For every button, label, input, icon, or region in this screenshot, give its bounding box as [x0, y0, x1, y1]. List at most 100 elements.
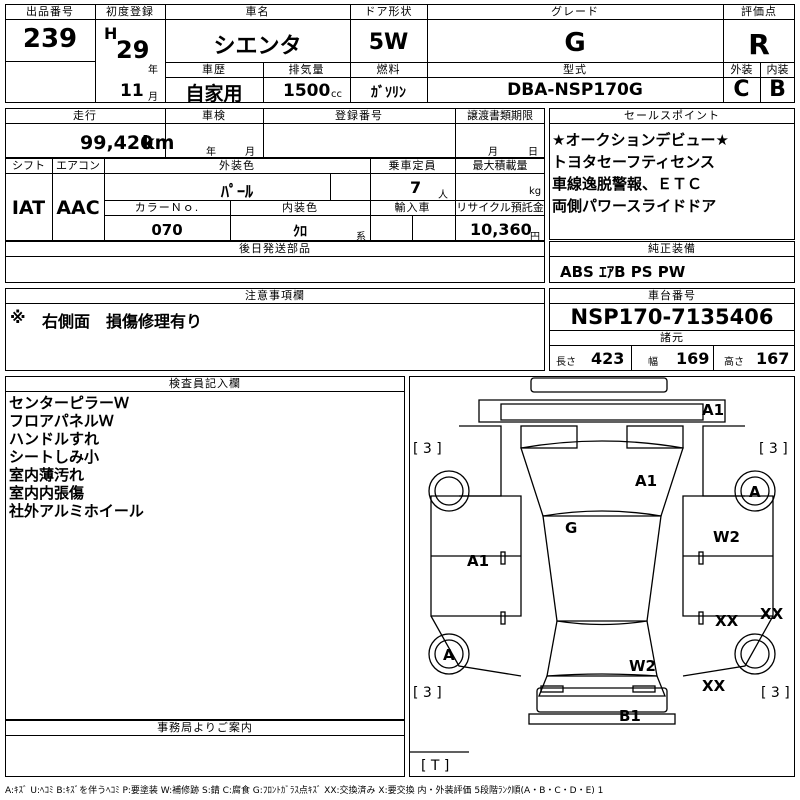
import-label: 輸入車: [394, 201, 431, 214]
transfer-month: 月: [488, 147, 498, 158]
car-name-label: 車名: [245, 5, 270, 18]
vehicle-spec-section: [5, 158, 545, 241]
mark-a1-hood: A1: [635, 472, 657, 490]
month-unit: 月: [148, 92, 158, 103]
sales-points-list: ★オークションデビュー★ トヨタセーフティセンス 車線逸脱警報、ＥＴＣ 両側パワ…: [552, 129, 792, 217]
mileage-value: 99,420: [80, 132, 154, 154]
inspector-note: 室内薄汚れ: [9, 466, 85, 484]
mark-xx-right-edge: XX: [760, 605, 784, 623]
mark-g-glass: G: [565, 519, 577, 537]
sales-point: 車線逸脱警報、ＥＴＣ: [552, 175, 703, 193]
car-history: 自家用: [185, 83, 243, 105]
score-value: R: [748, 28, 770, 61]
recycle-fee: 10,360: [470, 220, 532, 239]
spare-tire: [ T ]: [421, 758, 449, 774]
fuel-type: ｶﾞｿﾘﾝ: [371, 85, 406, 101]
width-label: 幅: [648, 357, 658, 368]
office-label: 事務局よりご案内: [157, 721, 253, 734]
sales-points-label: セールスポイント: [624, 109, 720, 122]
model-label: 型式: [563, 63, 587, 76]
max-load-label: 最大積載量: [472, 159, 528, 172]
ext-color: ﾊﾟｰﾙ: [220, 182, 253, 201]
first-reg-year: 29: [116, 36, 150, 64]
lot-number: 239: [22, 24, 78, 54]
inspector-note: センターピラーＷ: [9, 394, 130, 412]
reg-number-label: 登録番号: [335, 109, 383, 122]
tire-fr: [ 3 ]: [759, 441, 788, 457]
capacity-unit: 人: [438, 190, 448, 201]
tire-rr: [ 3 ]: [761, 685, 790, 701]
legend: A:ｷｽﾞ U:ﾍｺﾐ B:ｷｽﾞを伴うﾍｺﾐ P:要塗装 W:補修跡 S:錆 …: [5, 786, 604, 796]
color-no-label: カラーＮｏ.: [134, 201, 200, 214]
color-no: 070: [151, 221, 183, 239]
inspector-note: 社外アルミホイール: [9, 502, 144, 520]
inspector-notes-list: センターピラーＷ フロアパネルＷ ハンドルすれ シートしみ小 室内薄汚れ 室内内…: [9, 394, 399, 520]
mark-w2-rear: W2: [629, 657, 656, 675]
shift-label: シフト: [12, 159, 45, 172]
car-diagram: A1 A1 A G A1 W2 XX XX A W2 XX B1 [ 3 ] […: [409, 377, 790, 774]
chassis-section: [549, 288, 795, 371]
sales-points-section: [549, 108, 795, 240]
door-type: 5W: [368, 30, 409, 55]
mark-a1-front: A1: [702, 401, 724, 419]
inspector-section: [5, 376, 405, 720]
notes-section: [5, 288, 545, 371]
first-reg-month: 11: [120, 81, 144, 101]
mileage-section: [5, 108, 545, 158]
transfer-day: 日: [528, 147, 538, 158]
disp-unit: cc: [331, 89, 342, 100]
inspector-note: ハンドルすれ: [9, 430, 100, 448]
tire-fl: [ 3 ]: [413, 441, 442, 457]
grade-label: グレード: [551, 5, 599, 18]
header-section: [5, 4, 795, 103]
mark-a-fr-wheel: A: [749, 483, 761, 501]
height-label: 高さ: [724, 357, 744, 368]
ext-color-label: 外装色: [219, 159, 255, 172]
history-label: 車歴: [202, 63, 226, 76]
int-color-unit: 系: [356, 232, 366, 243]
year-unit: 年: [148, 65, 158, 76]
shift-value: IAT: [11, 197, 46, 219]
genuine-equip-label: 純正装備: [648, 242, 696, 255]
genuine-equip-section: [549, 241, 795, 283]
int-label: 内装: [766, 63, 789, 76]
genuine-equip: ABS ｴｱB PS PW: [560, 263, 686, 281]
notes-mark: ※: [10, 308, 26, 327]
recycle-label: リサイクル預託金: [456, 201, 544, 214]
tire-rl: [ 3 ]: [413, 685, 442, 701]
max-load-unit: kg: [529, 186, 542, 197]
ac-value: AAC: [56, 197, 100, 219]
mark-xx-rear: XX: [702, 677, 726, 695]
ac-label: エアコン: [56, 159, 100, 172]
length-value: 423: [591, 349, 625, 368]
mileage-unit: km: [142, 132, 175, 154]
inspector-note: シートしみ小: [9, 448, 100, 466]
spec-label: 諸元: [660, 331, 684, 344]
later-parts-label: 後日発送部品: [239, 242, 311, 255]
int-score: B: [769, 77, 786, 102]
mark-a-rl-wheel: A: [443, 646, 455, 664]
displacement: 1500: [283, 81, 331, 101]
inspection-label: 車検: [202, 109, 226, 122]
car-name: シエンタ: [213, 34, 302, 59]
inspector-label: 検査員記入欄: [169, 377, 241, 390]
door-label: ドア形状: [364, 5, 413, 18]
length-label: 長さ: [556, 357, 576, 368]
damage-diagram-section: [409, 376, 795, 777]
sales-point: ★オークションデビュー★: [552, 131, 729, 149]
mark-xx-right-door: XX: [715, 612, 739, 630]
lot-label: 出品番号: [26, 5, 74, 18]
int-color-label: 内装色: [282, 201, 318, 214]
later-parts-section: [5, 241, 545, 283]
model-code: DBA-NSP170G: [507, 80, 643, 100]
mark-w2-right: W2: [713, 528, 740, 546]
transfer-deadline-label: 譲渡書類期限: [467, 109, 533, 122]
era-letter: H: [104, 24, 118, 43]
ext-score: C: [733, 77, 750, 102]
ext-label: 外装: [730, 63, 753, 76]
int-color: ｸﾛ: [293, 224, 307, 240]
score-label: 評価点: [741, 5, 777, 18]
first-reg-label: 初度登録: [106, 5, 154, 18]
mark-a1-left: A1: [467, 552, 489, 570]
disp-label: 排気量: [288, 63, 325, 76]
